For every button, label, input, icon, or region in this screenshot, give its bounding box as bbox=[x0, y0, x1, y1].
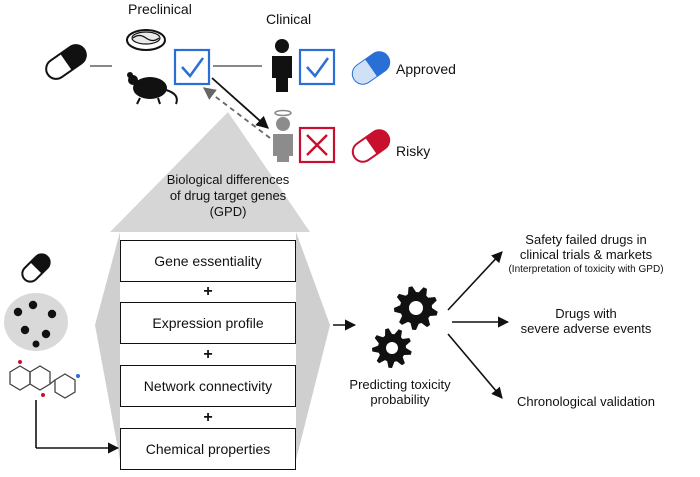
model-label: Predicting toxicity probability bbox=[330, 377, 470, 407]
gpd-label-line: Biological differences bbox=[166, 172, 290, 187]
checkbox-check-icon bbox=[173, 48, 211, 86]
output-line: Safety failed drugs in bbox=[525, 232, 647, 247]
gear-icon bbox=[372, 328, 412, 368]
checkbox-check-icon bbox=[298, 48, 336, 86]
clinical-label: Clinical bbox=[266, 11, 312, 27]
model-label-line: probability bbox=[370, 392, 430, 407]
gpd-label: Biological differences of drug target ge… bbox=[118, 172, 338, 220]
gpd-label-line: of drug target genes bbox=[169, 188, 287, 203]
patient-icon bbox=[273, 109, 293, 162]
plus-sign: + bbox=[203, 409, 213, 426]
pill-icon bbox=[351, 129, 391, 163]
petri-dish-icon bbox=[126, 29, 166, 51]
feature-box-network-connectivity: Network connectivity bbox=[120, 365, 296, 407]
feature-box-gene-essentiality: Gene essentiality bbox=[120, 240, 296, 282]
output-safety-failed: Safety failed drugs in clinical trials &… bbox=[474, 232, 698, 277]
feature-box-chemical-properties: Chemical properties bbox=[120, 428, 296, 470]
person-icon bbox=[272, 39, 292, 92]
feature-frame-right bbox=[296, 232, 330, 460]
molecule-icon bbox=[9, 360, 80, 399]
feature-box-expression-profile: Expression profile bbox=[120, 302, 296, 344]
pill-icon bbox=[45, 44, 87, 80]
output-line: Drugs with bbox=[555, 306, 617, 321]
plus-sign: + bbox=[203, 346, 213, 363]
output-adverse-events: Drugs with severe adverse events bbox=[486, 306, 686, 336]
plus-sign: + bbox=[203, 283, 213, 300]
output-line: clinical trials & markets bbox=[519, 247, 653, 262]
output-line: severe adverse events bbox=[520, 321, 652, 336]
gpd-label-line: (GPD) bbox=[209, 204, 247, 219]
pill-icon bbox=[351, 51, 391, 85]
preclinical-label: Preclinical bbox=[128, 1, 192, 17]
gpd-funnel-top bbox=[110, 112, 310, 232]
approved-label: Approved bbox=[396, 61, 456, 77]
gear-icon bbox=[394, 286, 438, 330]
pill-dissolving-icon bbox=[4, 253, 68, 351]
model-label-line: Predicting toxicity bbox=[349, 377, 451, 392]
checkbox-x-icon bbox=[298, 126, 336, 164]
output-chronological: Chronological validation bbox=[516, 394, 656, 409]
output-note: (Interpretation of toxicity with GPD) bbox=[508, 264, 664, 275]
mouse-icon bbox=[127, 72, 178, 105]
risky-label: Risky bbox=[396, 143, 431, 159]
feature-frame-left bbox=[95, 232, 120, 460]
